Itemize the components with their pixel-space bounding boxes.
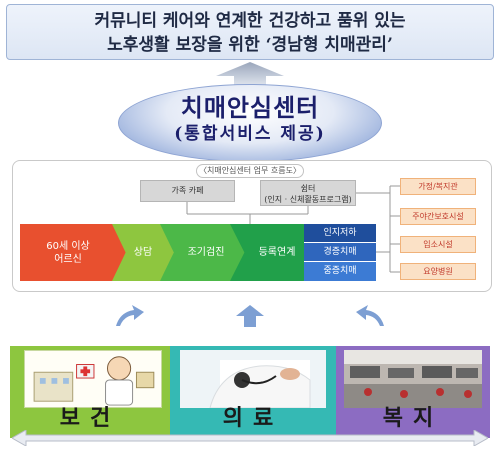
facility-day-care: 주야간보호시설	[400, 208, 476, 225]
shelter-title: 쉼터	[300, 184, 316, 193]
panel-health-label: 보건	[59, 406, 121, 431]
stage-mild-dementia: 경증치매	[304, 243, 376, 262]
up-arrow-icon	[116, 305, 144, 326]
headline-line-2: 노후생활 보장을 위한 ‘경남형 치매관리’	[107, 35, 393, 55]
step-seniors-label: 60세 이상 어르신	[46, 240, 90, 265]
facility-residential: 입소시설	[400, 236, 476, 253]
headline-banner: 커뮤니티 케어와 연계한 건강하고 품위 있는 노후생활 보장을 위한 ‘경남형…	[6, 4, 494, 60]
double-arrow-icon	[12, 430, 488, 446]
center-title: 치매안심센터	[180, 94, 320, 122]
panel-medical: 의료	[170, 346, 336, 438]
up-arrow-icon	[216, 62, 284, 88]
up-arrow-icon	[236, 305, 264, 327]
step-registration-label: 등록연계	[258, 247, 296, 258]
stage-cognitive-decline: 인지저하	[304, 224, 376, 243]
workflow-caption: 〈치매안심센터 업무 흐름도〉	[196, 164, 304, 178]
stage-severe-dementia: 중증치매	[304, 262, 376, 281]
panel-welfare: 복지	[336, 346, 490, 438]
step-early-screening: 조기검진	[160, 224, 246, 281]
panel-medical-label: 의료	[222, 406, 284, 431]
up-arrow-icon	[356, 305, 384, 326]
shelter-box: 쉼터 (인지 · 신체활동프로그램)	[260, 180, 356, 206]
facility-home-welfare: 가정/복지관	[400, 178, 476, 195]
step-seniors: 60세 이상 어르신	[20, 224, 132, 281]
step-counseling-label: 상담	[133, 247, 153, 258]
step-early-screening-label: 조기검진	[187, 247, 225, 258]
welfare-photo	[344, 350, 482, 408]
dementia-stage-column: 인지저하 경증치매 중증치매	[304, 224, 376, 281]
center-subtitle: (통합서비스 제공)	[174, 124, 326, 144]
panel-welfare-label: 복지	[382, 406, 444, 431]
dementia-center-title: 치매안심센터 (통합서비스 제공)	[118, 84, 382, 162]
panel-health: 보건	[10, 346, 170, 438]
facility-nursing-hospital: 요양병원	[400, 263, 476, 280]
headline-line-1: 커뮤니티 케어와 연계한 건강하고 품위 있는	[94, 11, 406, 31]
medical-photo	[180, 350, 326, 408]
health-illustration	[24, 350, 162, 408]
family-cafe-box: 가족 카페	[140, 180, 235, 202]
shelter-subtitle: (인지 · 신체활동프로그램)	[264, 195, 352, 204]
